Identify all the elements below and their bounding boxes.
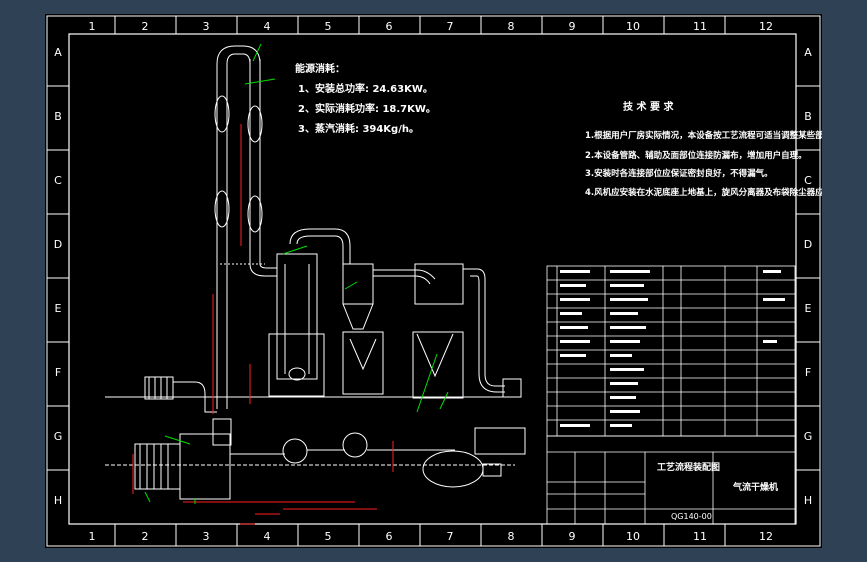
tech-item-3: 3.安装时各连接部位应保证密封良好，不得漏气。 (585, 168, 773, 179)
row-label: G (804, 430, 813, 443)
col-label: 7 (447, 20, 454, 33)
energy-note-3: 3、蒸汽消耗: 394Kg/h。 (298, 122, 419, 135)
energy-notes: 能源消耗： 1、安装总功率: 24.63KW。 2、实际消耗功率: 18.7KW… (295, 62, 436, 135)
tech-item-2: 2.本设备管路、辅助及面部位连接防漏布，增加用户自理。 (585, 150, 807, 161)
tech-item-1: 1.根据用户厂房实际情况，本设备按工艺流程可适当调整某些部件安装位置。 (585, 130, 822, 141)
energy-note-1: 1、安装总功率: 24.63KW。 (298, 82, 433, 95)
col-label: 5 (325, 20, 332, 33)
row-ticks (47, 85, 820, 471)
energy-notes-title: 能源消耗： (295, 62, 345, 75)
col-label: 6 (386, 20, 393, 33)
row-label: G (54, 430, 63, 443)
row-label: B (54, 110, 62, 123)
col-label: 12 (759, 530, 773, 543)
leader-lines (144, 43, 449, 504)
tech-title: 技 术 要 求 (623, 100, 674, 113)
col-label: 9 (569, 530, 576, 543)
title-block-text: 工艺流程装配图 气流干燥机 QG140-00 (657, 461, 778, 521)
dimension-lines (132, 124, 394, 525)
inner-frame (68, 33, 797, 525)
col-label: 4 (264, 20, 271, 33)
row-label: F (55, 366, 61, 379)
row-label: H (54, 494, 62, 507)
row-labels-left: A B C D E F G H (54, 46, 63, 507)
row-label: E (805, 302, 812, 315)
col-label: 11 (693, 530, 707, 543)
col-label: 3 (203, 20, 210, 33)
energy-note-2: 2、实际消耗功率: 18.7KW。 (298, 102, 436, 115)
column-ticks (114, 16, 726, 546)
col-label: 12 (759, 20, 773, 33)
row-label: H (804, 494, 812, 507)
second-cyclone (342, 263, 436, 395)
row-label: C (804, 174, 812, 187)
col-label: 3 (203, 530, 210, 543)
col-label: 10 (626, 20, 640, 33)
row-label: E (55, 302, 62, 315)
outer-frame (46, 15, 821, 547)
row-label: C (54, 174, 62, 187)
col-label: 2 (142, 20, 149, 33)
tech-item-4: 4.风机应安装在水泥底座上地基上，旋风分离器及布袋除尘器应用支架支撑牢固。 (585, 187, 822, 198)
col-label: 8 (508, 530, 515, 543)
row-label: F (805, 366, 811, 379)
col-label: 7 (447, 530, 454, 543)
row-label: A (804, 46, 812, 59)
column-labels-bottom: 1 2 3 4 5 6 7 8 9 10 11 12 (89, 530, 774, 543)
parts-list-entries (560, 270, 785, 427)
row-label: B (804, 110, 812, 123)
plan-view (230, 427, 526, 488)
air-heater (105, 376, 515, 500)
col-label: 9 (569, 20, 576, 33)
col-label: 2 (142, 530, 149, 543)
drawing-number: QG140-00 (671, 512, 712, 521)
col-label: 6 (386, 530, 393, 543)
row-label: D (804, 238, 812, 251)
parts-list-table (546, 265, 796, 437)
drawing-sheet: 1 2 3 4 5 6 7 8 9 10 11 12 1 2 3 4 5 6 7 (45, 14, 822, 548)
bag-filter (412, 263, 522, 399)
col-label: 4 (264, 530, 271, 543)
drying-tube (214, 45, 277, 409)
col-label: 1 (89, 20, 96, 33)
col-label: 10 (626, 530, 640, 543)
drawing-canvas: 1 2 3 4 5 6 7 8 9 10 11 12 1 2 3 4 5 6 7 (46, 15, 822, 547)
col-label: 11 (693, 20, 707, 33)
title-block (546, 435, 796, 525)
row-label: A (54, 46, 62, 59)
product-name: 气流干燥机 (732, 481, 778, 493)
row-labels-right: A B C D E F G H (804, 46, 813, 507)
cyclone-separator (268, 228, 351, 397)
col-label: 5 (325, 530, 332, 543)
technical-requirements: 技 术 要 求 1.根据用户厂房实际情况，本设备按工艺流程可适当调整某些部件安装… (585, 100, 822, 198)
drawing-title: 工艺流程装配图 (657, 461, 720, 473)
column-labels-top: 1 2 3 4 5 6 7 8 9 10 11 12 (89, 20, 774, 33)
col-label: 1 (89, 530, 96, 543)
col-label: 8 (508, 20, 515, 33)
row-label: D (54, 238, 62, 251)
